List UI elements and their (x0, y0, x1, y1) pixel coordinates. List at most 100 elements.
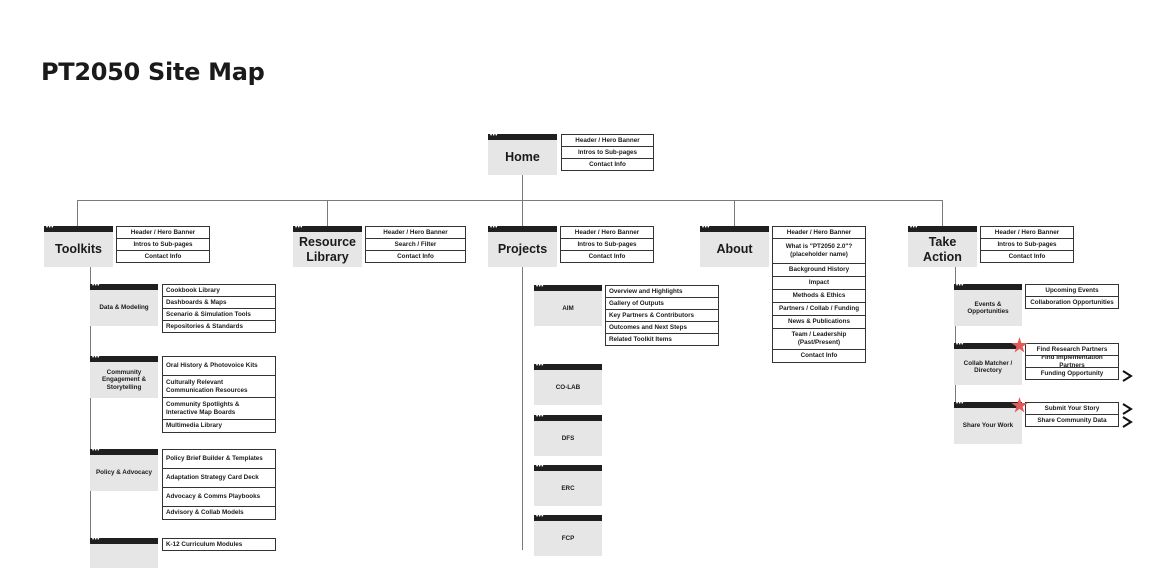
content-item[interactable]: Culturally Relevant Communication Resour… (162, 375, 276, 398)
toolkits-tree-line (90, 267, 91, 550)
content-item[interactable]: Multimedia Library (162, 419, 276, 433)
section-drop-line (77, 200, 78, 227)
page-card-label: CO-LAB (555, 383, 581, 391)
window-dots-icon: ••• (956, 401, 964, 407)
window-bar: ••• (90, 283, 158, 290)
content-item[interactable]: Funding Opportunity (1025, 367, 1119, 380)
window-dots-icon: ••• (92, 448, 100, 454)
content-item[interactable]: Contact Info (561, 158, 654, 171)
fcp-card[interactable]: ••• FCP (534, 514, 602, 556)
window-bar: ••• (534, 514, 602, 521)
window-bar: ••• (90, 448, 158, 455)
window-dots-icon: ••• (536, 514, 544, 520)
content-item[interactable]: Advisory & Collab Models (162, 506, 276, 520)
page-card-label: FCP (561, 534, 575, 542)
content-item[interactable]: Impact (772, 276, 866, 290)
window-bar: ••• (954, 401, 1022, 408)
window-dots-icon: ••• (92, 283, 100, 289)
content-item[interactable]: Adaptation Strategy Card Deck (162, 468, 276, 488)
window-dots-icon: ••• (536, 464, 544, 470)
window-bar: ••• (954, 283, 1022, 290)
content-item[interactable]: Contact Info (980, 250, 1074, 263)
window-dots-icon: ••• (536, 414, 544, 420)
page-card-label: Projects (497, 242, 548, 257)
content-item[interactable]: Oral History & Photovoice Kits (162, 356, 276, 376)
content-item[interactable]: Share Community Data (1025, 414, 1119, 427)
dfs-card[interactable]: •••DFS (534, 414, 602, 456)
resource-library-page-card[interactable]: ••• Resource Library (293, 225, 362, 267)
content-item[interactable]: Related Toolkit Items (605, 333, 719, 346)
page-card-label: Resource Library (299, 235, 356, 264)
window-bar: ••• (534, 284, 602, 291)
window-dots-icon: ••• (92, 537, 100, 543)
community-engagement-card[interactable]: ••• Community Engagement & Storytelling (90, 355, 158, 398)
page-card-label: Community Engagement & Storytelling (101, 369, 147, 391)
window-dots-icon: ••• (956, 283, 964, 289)
content-item[interactable]: Policy Brief Builder & Templates (162, 449, 276, 469)
content-item[interactable]: Partners / Collab / Funding (772, 302, 866, 316)
education-card[interactable]: ••• (90, 537, 158, 568)
home-page-card[interactable]: ••• Home (488, 133, 557, 175)
window-bar: ••• (954, 342, 1022, 349)
policy-advocacy-card[interactable]: •••Policy & Advocacy (90, 448, 158, 491)
take-action-page-card[interactable]: •••Take Action (908, 225, 977, 267)
content-item[interactable]: Team / Leadership (Past/Present) (772, 328, 866, 350)
content-item[interactable]: Community Spotlights & Interactive Map B… (162, 397, 276, 420)
content-item[interactable]: K-12 Curriculum Modules (162, 538, 276, 551)
data-modeling-card[interactable]: •••Data & Modeling (90, 283, 158, 326)
window-bar: ••• (700, 225, 769, 232)
content-item[interactable]: Background History (772, 263, 866, 277)
projects-page-card[interactable]: ••• Projects (488, 225, 557, 267)
content-item[interactable]: Methods & Ethics (772, 289, 866, 303)
content-item[interactable]: Advocacy & Comms Playbooks (162, 487, 276, 507)
share-your-work-card[interactable]: ••• Share Your Work (954, 401, 1022, 444)
content-item[interactable]: Collaboration Opportunities (1025, 296, 1119, 309)
toolkits-page-card[interactable]: •••Toolkits (44, 225, 113, 267)
window-bar: ••• (90, 355, 158, 362)
page-card-label (90, 544, 158, 568)
section-drop-line (327, 200, 328, 227)
window-dots-icon: ••• (536, 363, 544, 369)
window-bar: ••• (90, 537, 158, 544)
window-dots-icon: ••• (702, 225, 710, 231)
page-card-label: Home (505, 150, 540, 165)
page-card-label: Share Your Work (962, 422, 1014, 430)
collab-matcher-card[interactable]: •••Collab Matcher / Directory (954, 342, 1022, 385)
aim-card[interactable]: ••• AIM (534, 284, 602, 326)
arrow-right-icon (1122, 370, 1133, 382)
window-dots-icon: ••• (490, 133, 498, 139)
content-item[interactable]: Repositories & Standards (162, 320, 276, 333)
window-bar: ••• (293, 225, 362, 232)
page-card-label: AIM (562, 304, 574, 312)
content-item[interactable]: Contact Info (772, 349, 866, 363)
window-dots-icon: ••• (910, 225, 918, 231)
content-item[interactable]: News & Publications (772, 315, 866, 329)
education-list: K-12 Curriculum Modules (162, 538, 276, 551)
content-item[interactable]: Contact Info (560, 250, 654, 263)
events-opportunities-card[interactable]: •••Events & Opportunities (954, 283, 1022, 326)
window-bar: ••• (488, 225, 557, 232)
section-drop-line (522, 200, 523, 227)
content-item[interactable]: Contact Info (365, 250, 466, 263)
content-item[interactable]: What is "PT2050 2.0"? (placeholder name) (772, 238, 866, 264)
home-stem-line (522, 175, 523, 200)
window-dots-icon: ••• (536, 284, 544, 290)
co-lab-card[interactable]: ••• CO-LAB (534, 363, 602, 405)
window-dots-icon: ••• (956, 342, 964, 348)
page-card-label: Toolkits (55, 242, 102, 257)
window-bar: ••• (534, 464, 602, 471)
projects-tree-line (522, 267, 523, 550)
erc-card[interactable]: •••ERC (534, 464, 602, 506)
content-item[interactable]: Contact Info (116, 250, 210, 263)
level-one-bus-line (77, 200, 943, 201)
window-dots-icon: ••• (92, 355, 100, 361)
about-page-card[interactable]: •••About (700, 225, 769, 267)
